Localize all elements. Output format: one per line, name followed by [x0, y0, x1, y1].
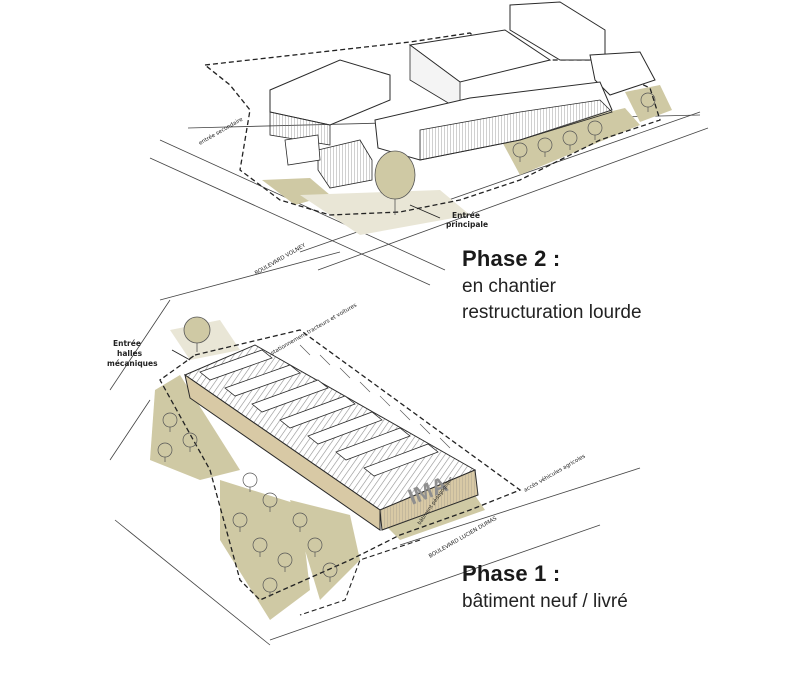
phase2-line2: restructuration lourde	[462, 302, 642, 323]
entrance-tree	[374, 150, 416, 200]
entree-secondaire-label: entrée secondaire	[198, 116, 245, 147]
entree-halles-label-2: halles	[117, 349, 143, 358]
road-edge	[109, 299, 171, 391]
phase2-line1: en chantier	[462, 276, 557, 297]
site-perimeter	[159, 329, 522, 601]
gable-cladding	[380, 470, 478, 530]
stationnement-label: stationnement tracteurs et voitures	[270, 302, 358, 356]
road-edge	[269, 524, 601, 641]
road-edge	[399, 467, 641, 546]
phase1-title: Phase 1 :	[462, 561, 561, 586]
green-area	[500, 108, 640, 175]
halls-facade	[184, 373, 381, 531]
parking-stripes	[299, 344, 451, 449]
phase2-title: Phase 2 :	[462, 246, 561, 271]
phase2-site: Entrée principale entrée secondaire BOUL…	[149, 1, 709, 286]
boulevard-top-label: BOULEVARD VOLNEY	[254, 242, 307, 276]
road-edge	[159, 139, 446, 271]
small-pavilion	[284, 134, 321, 166]
road-edge	[149, 157, 431, 286]
entree-principale-label-2: principale	[446, 220, 488, 229]
green-area	[290, 500, 360, 600]
road-edge	[159, 251, 341, 301]
entrance-tree	[183, 316, 211, 344]
access-path	[299, 539, 421, 616]
road-edge	[317, 127, 709, 271]
site-perimeter	[203, 32, 661, 216]
phase1-line1: bâtiment neuf / livré	[462, 591, 628, 612]
entrance-arrow	[409, 204, 441, 219]
building-annex	[589, 51, 656, 96]
road-edge	[114, 519, 271, 646]
entrance-arrow	[171, 349, 191, 361]
green-area	[625, 85, 672, 122]
entree-halles-label-3: mécaniques	[107, 359, 158, 368]
entree-halles-label-1: Entrée	[113, 339, 141, 348]
main-building-facade	[419, 99, 613, 161]
road-edge	[109, 399, 151, 461]
roof-sheds	[199, 349, 439, 477]
acces-vehicules-label: accès véhicules agricoles	[523, 453, 587, 494]
forecourt	[300, 190, 470, 235]
building-wing	[317, 139, 373, 189]
entree-principale-label-1: Entrée	[452, 211, 480, 220]
building-block	[269, 59, 391, 126]
